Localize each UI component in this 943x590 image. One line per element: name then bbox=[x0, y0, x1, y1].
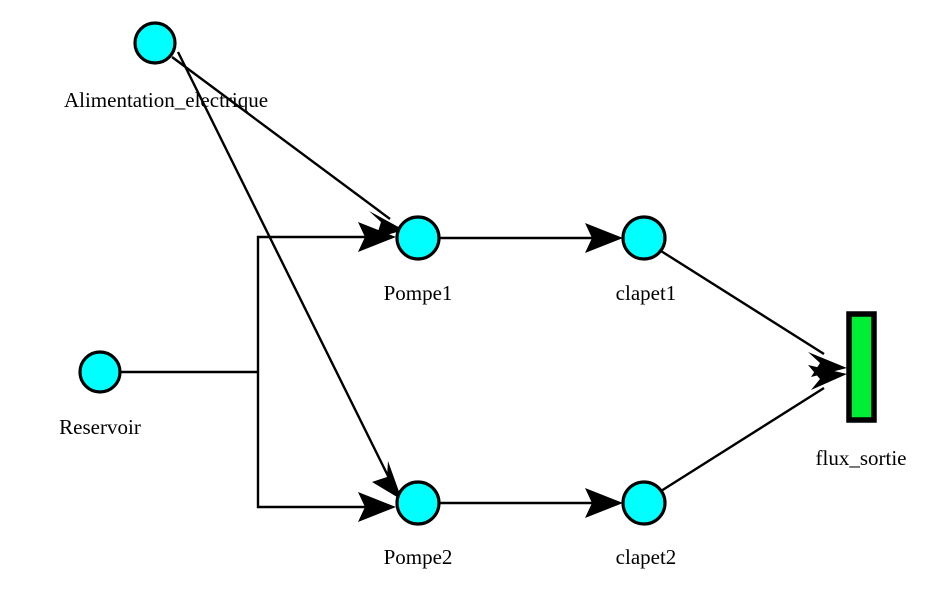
node-reservoir[interactable]: Reservoir bbox=[59, 350, 141, 439]
edge-clapet1-flux-sortie bbox=[660, 249, 847, 377]
edge-pompe2-clapet2 bbox=[439, 488, 623, 518]
edge-alimentation-pompe2 bbox=[176, 51, 402, 500]
arrowhead-pompe2-clapet2 bbox=[585, 488, 623, 518]
clapet1-label: clapet1 bbox=[616, 281, 677, 305]
pompe2-label: Pompe2 bbox=[384, 545, 453, 569]
arrowhead-pompe1-clapet1 bbox=[585, 223, 623, 253]
flux-sortie-rect[interactable] bbox=[846, 311, 877, 423]
edge-pompe1-clapet1 bbox=[439, 223, 623, 253]
pompe1-label: Pompe1 bbox=[384, 281, 453, 305]
arrowhead-alimentation-pompe2 bbox=[372, 461, 402, 500]
clapet1-circle[interactable] bbox=[621, 215, 667, 261]
node-clapet2[interactable]: clapet2 bbox=[616, 480, 677, 569]
node-clapet1[interactable]: clapet1 bbox=[616, 215, 677, 305]
pompe2-circle[interactable] bbox=[395, 480, 441, 526]
clapet2-label: clapet2 bbox=[616, 545, 677, 569]
node-pompe2[interactable]: Pompe2 bbox=[384, 480, 453, 569]
arrowhead-reservoir-pompe2 bbox=[358, 492, 396, 522]
node-flux-sortie[interactable]: flux_sortie bbox=[816, 311, 907, 470]
edge-alimentation-pompe1 bbox=[171, 56, 404, 238]
edge-reservoir-pompe2 bbox=[256, 372, 396, 522]
flux-sortie-label: flux_sortie bbox=[816, 446, 907, 470]
clapet2-circle[interactable] bbox=[621, 480, 667, 526]
alimentation-circle[interactable] bbox=[133, 21, 177, 65]
alimentation-label: Alimentation_electrique bbox=[64, 88, 268, 112]
arrowhead-alimentation-pompe1 bbox=[369, 211, 404, 238]
edge-reservoir-pompe1 bbox=[256, 222, 396, 372]
edge-clapet2-flux-sortie bbox=[660, 365, 847, 493]
reservoir-circle[interactable] bbox=[78, 350, 122, 394]
arrowhead-clapet2-flux-sortie bbox=[808, 365, 847, 390]
node-alimentation-electrique[interactable]: Alimentation_electrique bbox=[64, 21, 268, 112]
node-pompe1[interactable]: Pompe1 bbox=[384, 215, 453, 305]
pompe1-circle[interactable] bbox=[395, 215, 441, 261]
reservoir-label: Reservoir bbox=[59, 415, 141, 439]
